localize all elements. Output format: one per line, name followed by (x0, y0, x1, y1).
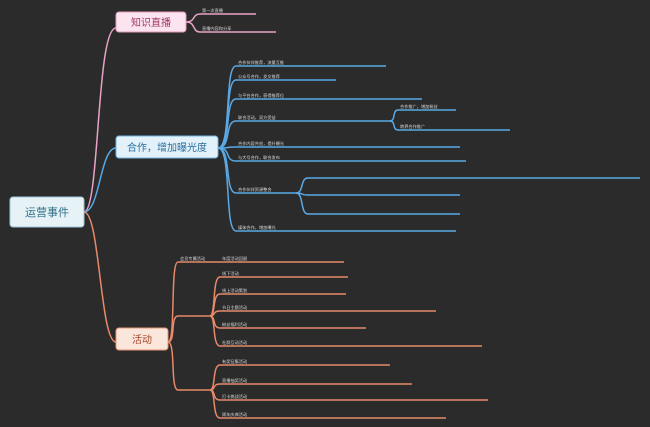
leaf-hezuo-7: 合作内容共创，提升曝光 (238, 140, 284, 147)
leaf-hezuo-2: 公众号合作，发文推荐 (238, 73, 280, 80)
leaf-huodong-4: 节日主题活动 (222, 304, 247, 311)
leaf-hezuo-10: 媒体合作，增加曝光 (238, 224, 276, 231)
leaf-hezuo-1: 合作伙伴推荐，流量互推 (238, 59, 284, 66)
connector-huodong-leaf-1 (167, 261, 206, 343)
leaf-huodong-6: 社群互动活动 (222, 339, 247, 346)
leaf-huodong-7: 有奖征集活动 (222, 358, 247, 365)
connector-huodong-leaf-3 (167, 341, 210, 391)
connector-sub-13 (209, 383, 412, 391)
connector-hezuo-leaf-5 (217, 146, 460, 149)
leaf-hezuo-4: 联合活动，双方受益 (238, 114, 276, 121)
leaf-hezuo-6: 跨界合作推广 (400, 123, 425, 130)
connector-sub-7 (209, 276, 348, 317)
branch-node-huodong[interactable]: 活动 (115, 327, 169, 351)
root-node[interactable]: 运营事件 (9, 196, 85, 228)
connector-sub-14 (209, 389, 488, 401)
connector-sub-15 (209, 389, 446, 419)
root-label: 运营事件 (25, 205, 69, 219)
connector-sub-9 (209, 310, 436, 317)
connector-hezuo-leaf-7 (217, 147, 296, 194)
leaf-huodong-11: 会员专属活动 (180, 255, 205, 262)
connector-sub-3 (295, 177, 640, 194)
branch-label-zhibo: 知识直播 (131, 16, 171, 29)
leaf-hezuo-3: 与平台合作，获得推荐位 (238, 92, 284, 99)
leaf-huodong-1: 年度活动回顾 (222, 255, 247, 262)
connector-sub-4 (295, 192, 460, 196)
connector-sub-1 (389, 109, 456, 122)
connector-root-hezuo (83, 147, 117, 213)
leaf-huodong-2: 线下活动 (222, 270, 239, 277)
connector-huodong-leaf-2 (167, 315, 210, 343)
branch-node-zhibo[interactable]: 知识直播 (115, 11, 187, 33)
branch-label-huodong: 活动 (132, 334, 152, 346)
connector-hezuo-leaf-4 (217, 120, 390, 149)
connector-hezuo-leaf-8 (217, 147, 456, 232)
leaf-huodong-10: 周年庆典活动 (222, 411, 247, 418)
connector-root-zhibo (83, 27, 117, 213)
connector-sub-2 (389, 120, 510, 131)
leaf-zhibo-1: 第一次直播 (202, 7, 224, 14)
connector-sub-5 (295, 192, 460, 215)
connector-sub-11 (209, 315, 482, 347)
leaf-hezuo-9: 合作伙伴资源整合 (238, 186, 272, 193)
leaf-huodong-9: 打卡挑战活动 (222, 393, 247, 400)
connector-zhibo-leaf-2 (185, 21, 276, 33)
leaf-zhibo-2: 直播内容和分享 (202, 25, 231, 32)
leaf-hezuo-8: 与大号合作，联合发布 (238, 154, 280, 161)
branch-label-hezuo: 合作，增加曝光度 (127, 141, 207, 154)
leaf-huodong-3: 线上活动策划 (222, 287, 247, 294)
connector-hezuo-leaf-2 (217, 79, 336, 149)
branch-node-hezuo[interactable]: 合作，增加曝光度 (115, 135, 219, 159)
leaf-hezuo-5: 合作推广，增加粉丝 (400, 103, 438, 110)
leaf-huodong-8: 直播抽奖活动 (222, 377, 247, 384)
connector-root-huodong (83, 211, 117, 343)
connector-zhibo-leaf-1 (185, 13, 256, 23)
leaf-huodong-5: 粉丝福利活动 (222, 321, 247, 328)
